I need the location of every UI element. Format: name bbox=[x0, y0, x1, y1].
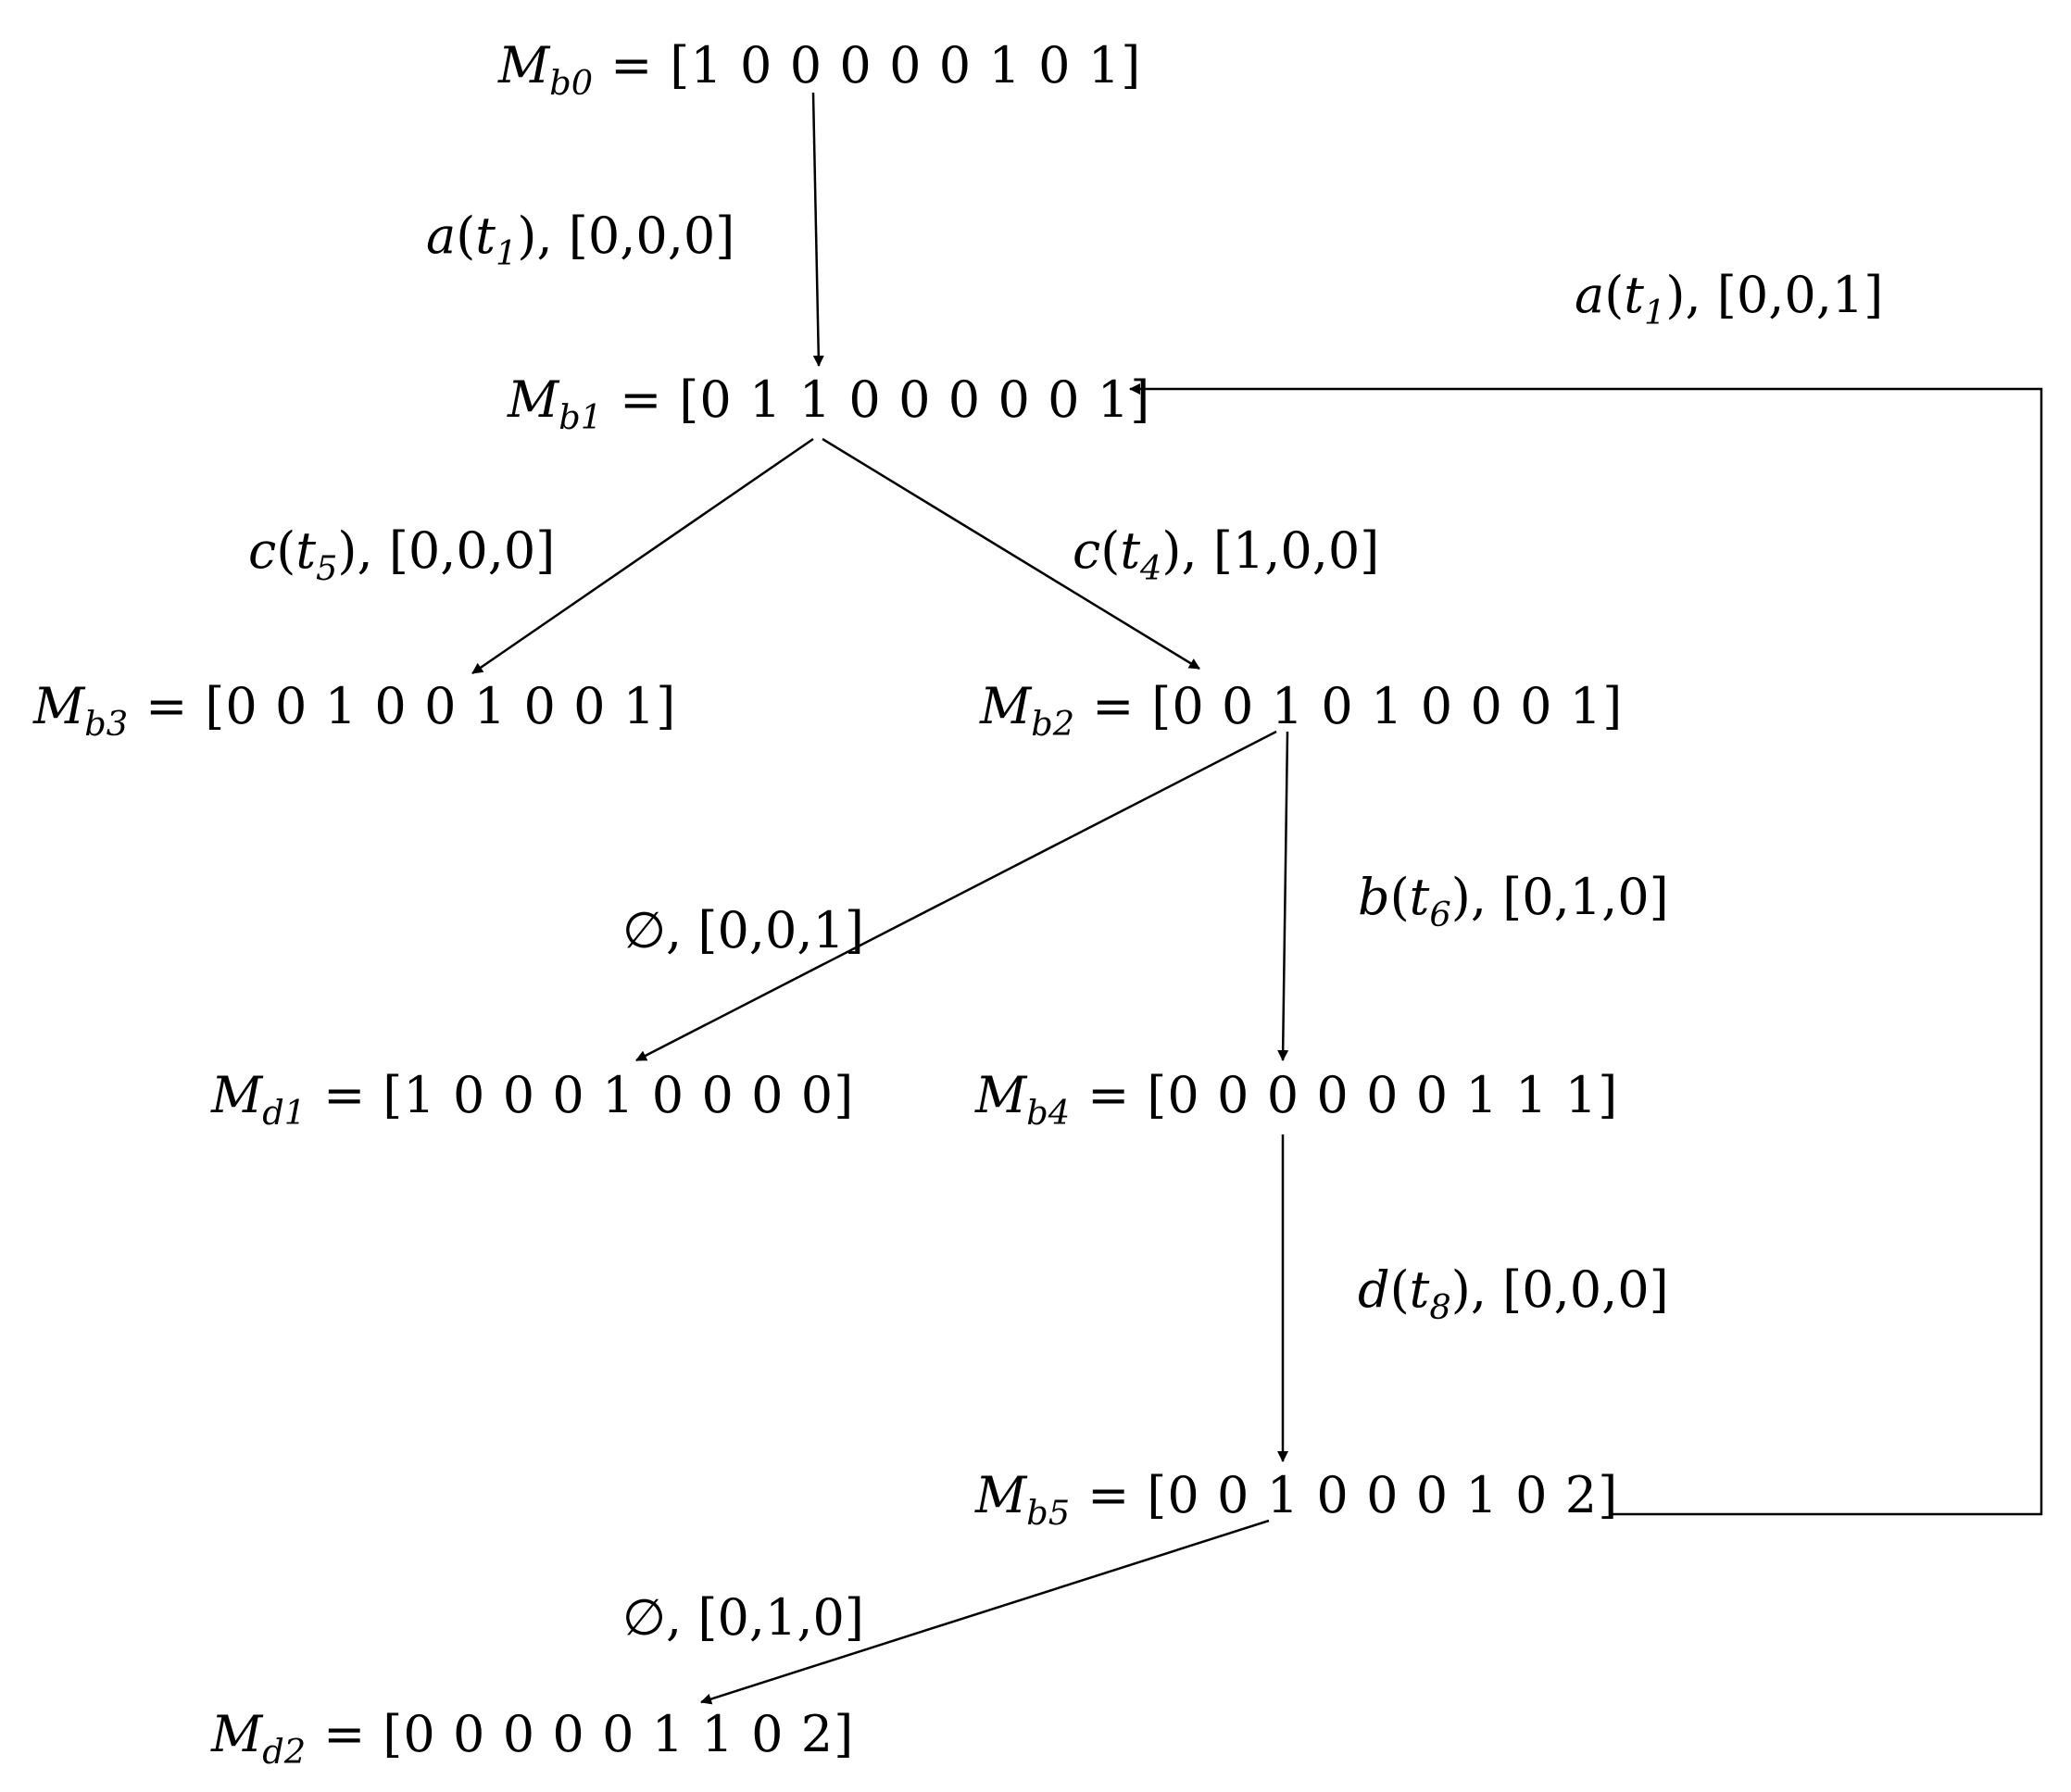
edge-mb1-mb3 bbox=[471, 437, 814, 675]
node-md2: Md2=[0 0 0 0 0 1 1 0 2] bbox=[211, 1710, 854, 1769]
node-mb1: Mb1=[0 1 1 0 0 0 0 0 1] bbox=[508, 375, 1150, 434]
event-name: b bbox=[1358, 868, 1390, 926]
event-name: a bbox=[1575, 266, 1605, 324]
node-mb5: Mb5=[0 0 1 0 0 0 1 0 2] bbox=[975, 1471, 1618, 1530]
edge-label-mb2-mb4: b(t6), [0,1,0] bbox=[1358, 868, 1669, 934]
node-symbol: M bbox=[975, 1466, 1027, 1524]
equals-sign: = bbox=[1092, 677, 1135, 735]
event-name: c bbox=[1073, 521, 1101, 580]
node-subscript: b4 bbox=[1026, 1092, 1071, 1133]
node-symbol: M bbox=[33, 677, 85, 735]
node-md1: Md1=[1 0 0 0 1 0 0 0 0] bbox=[211, 1071, 854, 1130]
output-vector: , [1,0,0] bbox=[1181, 521, 1380, 580]
output-vector: , [0,0,0] bbox=[536, 207, 735, 265]
node-symbol: M bbox=[980, 677, 1032, 735]
output-vector: , [0,0,1] bbox=[666, 901, 864, 959]
equals-sign: = bbox=[610, 36, 653, 94]
node-vector: [0 0 1 0 1 0 0 0 1] bbox=[1151, 677, 1624, 735]
node-subscript: d2 bbox=[262, 1731, 307, 1772]
output-vector: , [0,1,0] bbox=[666, 1588, 864, 1647]
transition-subscript: 5 bbox=[316, 547, 338, 588]
node-symbol: M bbox=[498, 36, 550, 94]
edge-mb2-mb4 bbox=[1277, 731, 1289, 1061]
transition-subscript: 1 bbox=[1643, 292, 1666, 332]
edge-mb5-mb1 bbox=[1129, 383, 2043, 1516]
transition-subscript: 4 bbox=[1140, 547, 1162, 588]
node-vector: [0 0 0 0 0 0 1 1 1] bbox=[1147, 1066, 1619, 1124]
edge-mb5-md2 bbox=[700, 1519, 1270, 1705]
event-name: a bbox=[426, 207, 457, 265]
node-subscript: b0 bbox=[549, 62, 594, 103]
event-name: c bbox=[248, 521, 277, 580]
node-vector: [0 1 1 0 0 0 0 0 1] bbox=[679, 370, 1151, 429]
output-vector: , [0,0,1] bbox=[1685, 266, 1884, 324]
equals-sign: = bbox=[1087, 1466, 1130, 1524]
equals-sign: = bbox=[620, 370, 662, 429]
edge-mb1-mb2 bbox=[822, 437, 1200, 670]
node-mb2: Mb2=[0 0 1 0 1 0 0 0 1] bbox=[980, 682, 1623, 741]
transition-subscript: 6 bbox=[1429, 894, 1451, 934]
event-name: d bbox=[1358, 1260, 1390, 1319]
node-vector: [0 0 1 0 0 0 1 0 2] bbox=[1147, 1466, 1619, 1524]
edge-label-mb1-mb2: c(t4), [1,0,0] bbox=[1073, 521, 1380, 588]
node-mb4: Mb4=[0 0 0 0 0 0 1 1 1] bbox=[975, 1071, 1618, 1130]
edge-label-mb0-mb1: a(t1), [0,0,0] bbox=[426, 207, 735, 273]
node-vector: [1 0 0 0 0 0 1 0 1] bbox=[670, 36, 1142, 94]
edge-label-mb4-mb5: d(t8), [0,0,0] bbox=[1358, 1260, 1669, 1327]
transition-subscript: 1 bbox=[495, 232, 518, 273]
node-symbol: M bbox=[975, 1066, 1027, 1124]
equals-sign: = bbox=[1087, 1066, 1130, 1124]
edge-label-mb5-md2: ∅, [0,1,0] bbox=[622, 1593, 864, 1643]
node-subscript: d1 bbox=[262, 1092, 307, 1133]
node-subscript: b2 bbox=[1031, 703, 1075, 744]
equals-sign: = bbox=[323, 1066, 366, 1124]
output-vector: , [0,0,0] bbox=[357, 521, 556, 580]
node-symbol: M bbox=[211, 1705, 263, 1763]
node-symbol: M bbox=[508, 370, 559, 429]
equals-sign: = bbox=[145, 677, 188, 735]
transition-subscript: 8 bbox=[1429, 1286, 1451, 1327]
edge-label-mb5-mb1: a(t1), [0,0,1] bbox=[1575, 266, 1884, 332]
equals-sign: = bbox=[323, 1705, 366, 1763]
node-vector: [0 0 1 0 0 1 0 0 1] bbox=[205, 677, 677, 735]
output-vector: , [0,0,0] bbox=[1470, 1260, 1669, 1319]
node-subscript: b3 bbox=[84, 703, 129, 744]
node-subscript: b5 bbox=[1026, 1492, 1071, 1533]
edge-label-mb1-mb3: c(t5), [0,0,0] bbox=[248, 521, 556, 588]
node-mb3: Mb3=[0 0 1 0 0 1 0 0 1] bbox=[33, 682, 676, 741]
event-name: ∅ bbox=[622, 901, 667, 959]
node-mb0: Mb0=[1 0 0 0 0 0 1 0 1] bbox=[498, 41, 1141, 100]
node-symbol: M bbox=[211, 1066, 263, 1124]
edge-mb2-md1 bbox=[635, 730, 1277, 1062]
event-name: ∅ bbox=[622, 1588, 667, 1647]
edge-label-mb2-md1: ∅, [0,0,1] bbox=[622, 906, 864, 956]
output-vector: , [0,1,0] bbox=[1470, 868, 1669, 926]
node-vector: [1 0 0 0 1 0 0 0 0] bbox=[383, 1066, 855, 1124]
node-subscript: b1 bbox=[559, 396, 603, 437]
node-vector: [0 0 0 0 0 1 1 0 2] bbox=[383, 1705, 855, 1763]
edge-mb0-mb1 bbox=[811, 92, 824, 367]
